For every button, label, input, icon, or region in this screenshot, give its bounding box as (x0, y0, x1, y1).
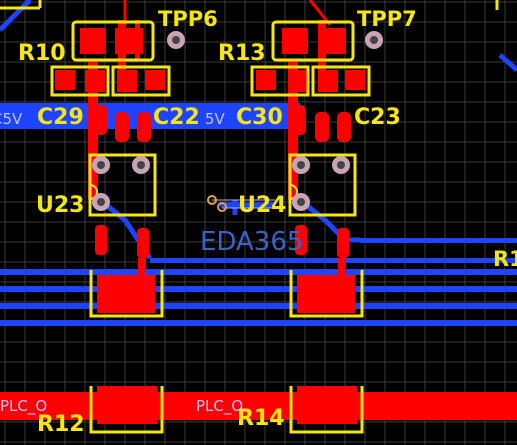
blue-trace (0, 320, 517, 326)
label-r13: R13 (218, 41, 266, 66)
blue-trace (0, 269, 517, 275)
label-c30: C30 (236, 105, 283, 130)
label-c22: C22 (153, 105, 200, 130)
blue-trace (0, 286, 517, 292)
blue-trace (150, 258, 517, 263)
label-tpp6: TPP6 (158, 7, 218, 31)
top-copper-layer (0, 20, 517, 424)
net-label-plc-right: PLC_O (196, 397, 243, 416)
blue-trace (360, 238, 517, 243)
label-r14: R14 (237, 406, 285, 431)
label-r1-partial: R1 (493, 247, 517, 271)
blue-trace (0, 303, 517, 309)
silkscreen-layer (0, 0, 499, 434)
label-c29: C29 (37, 105, 84, 130)
label-tpp7: TPP7 (357, 7, 417, 31)
net-label-c5v-right: 5V (205, 110, 226, 128)
thin-trace (212, 199, 275, 209)
watermark: EDA365 (200, 227, 303, 257)
label-u23: U23 (36, 193, 84, 218)
label-c23: C23 (354, 105, 401, 130)
label-r10: R10 (18, 41, 66, 66)
label-r12: R12 (37, 412, 85, 437)
plc-bus (0, 392, 517, 420)
through-holes (92, 31, 383, 212)
label-u24: U24 (238, 193, 286, 218)
net-label-c5v-left: C5V (0, 110, 23, 128)
net-label-plc-left: PLC_O (0, 397, 47, 416)
